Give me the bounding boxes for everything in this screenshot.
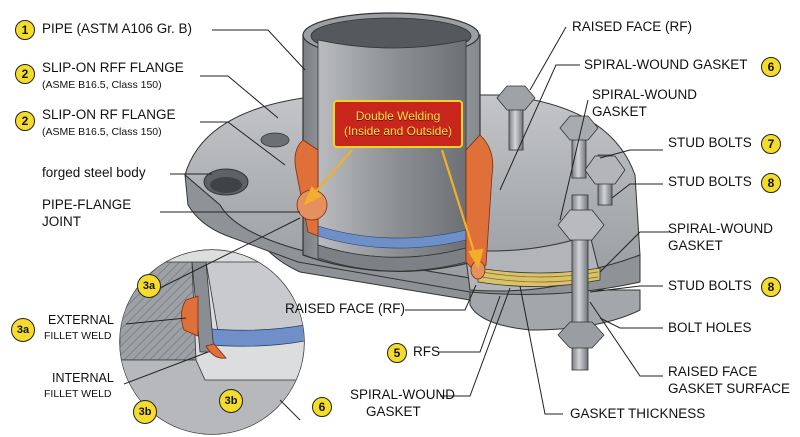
label-raised-face-mid: RAISED FACE (RF) [285,301,406,316]
leader-spiral-bot [440,287,511,397]
label-spiral-3b: GASKET [668,238,723,253]
label-stud-bolts-a: STUD BOLTS [668,135,752,150]
stud-bolt-3 [584,154,626,206]
lens-external-weld [181,295,199,337]
lens-internal-weld [205,343,227,359]
badge-2a: 2 [15,64,35,84]
label-joint-1: PIPE-FLANGE [42,197,132,212]
leader-pipe [212,29,306,71]
label-spiral-3a: SPIRAL-WOUND [668,221,774,236]
badge-5: 5 [387,343,407,363]
callout-arrow-left [311,149,353,197]
leader-rfgs [589,301,663,377]
badge-8b: 8 [761,277,781,297]
callout-arrow-right [440,149,478,259]
leader-spiral-3 [599,231,670,273]
label-rfgs-1: RAISED FACE [668,364,758,379]
label-external-1: EXTERNAL [48,313,114,327]
label-slipon-rff: SLIP-ON RFF FLANGE [42,60,184,75]
leader-spiral-2 [559,99,589,221]
label-rfgs-2: GASKET SURFACE [668,381,791,396]
badge-7: 7 [761,134,781,154]
badge-3a-top: 3a [137,274,161,298]
stud-bolt-4 [557,194,605,371]
leader-stud-8b [589,285,663,293]
leader-thickness [519,285,563,415]
label-stud-bolts-c: STUD BOLTS [668,278,752,293]
bolt-hole-back [260,132,290,148]
label-bolt-holes: BOLT HOLES [668,320,752,335]
leader-spiral-top [499,64,580,191]
stud-bolt-1 [496,85,536,151]
label-slipon-rff-spec: (ASME B16.5, Class 150) [42,79,162,91]
badge-3a-left: 3a [11,318,35,342]
label-slipon-rf-spec: (ASME B16.5, Class 150) [42,126,162,138]
leader-rf-top [529,26,567,91]
label-spiral-bot-2: GASKET [366,404,421,419]
label-joint-2: JOINT [42,214,81,229]
badge-6-bottom: 6 [312,397,332,417]
leader-lens-2 [279,399,301,421]
badge-2b: 2 [15,111,35,131]
badge-6-top: 6 [761,57,781,77]
label-stud-bolts-b: STUD BOLTS [668,174,752,189]
leader-bolt-holes [599,317,663,329]
leader-int-weld [123,351,209,385]
leader-rff [200,75,279,119]
badge-8a: 8 [761,173,781,193]
label-external-2: FILLET WELD [44,330,112,342]
label-pipe: PIPE (ASTM A106 Gr. B) [42,21,193,36]
badge-3b-right: 3b [219,389,243,413]
leader-stud-8a [611,183,663,199]
leader-rf-mid [405,284,477,311]
double-welding-callout: Double Welding (Inside and Outside) [333,100,463,148]
callout-line-1: Double Welding [355,109,441,123]
label-raised-face-top: RAISED FACE (RF) [572,19,693,34]
leader-ext-weld [125,317,187,325]
label-internal-1: INTERNAL [52,371,114,385]
stud-bolt-2 [559,115,599,179]
label-spiral-2b: GASKET [592,104,647,119]
lower-flange-rim [469,289,641,331]
pipe-inner-wall [317,39,467,258]
label-forged-body: forged steel body [42,165,146,180]
leader-rfs [438,295,501,353]
badge-3b-left: 3b [133,400,157,424]
label-internal-2: FILLET WELD [44,388,112,400]
badge-1: 1 [15,20,35,40]
label-spiral-bot-1: SPIRAL-WOUND [350,387,456,402]
leader-stud-7 [599,149,663,159]
leader-lens-1 [159,217,301,289]
label-slipon-rf: SLIP-ON RF FLANGE [42,107,176,122]
label-rfs: RFS [413,344,440,359]
callout-line-2: (Inside and Outside) [343,124,453,138]
label-gasket-thickness: GASKET THICKNESS [570,406,706,421]
label-spiral-2a: SPIRAL-WOUND [592,87,698,102]
label-spiral-top: SPIRAL-WOUND GASKET [584,57,748,72]
leader-rf [200,121,286,166]
